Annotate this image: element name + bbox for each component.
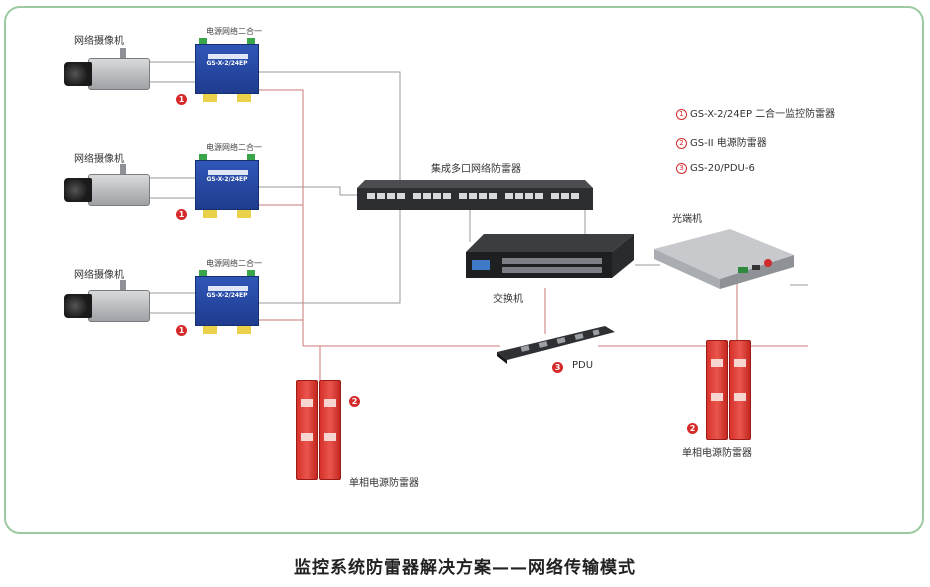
protector-model: GS-X-2/24EP (206, 60, 248, 67)
protector-header: 电源网络二合一 (206, 143, 262, 152)
network-protector-label: 集成多口网络防雷器 (431, 164, 521, 175)
protector-model: GS-X-2/24EP (206, 176, 248, 183)
spd-left-label: 单相电源防雷器 (349, 478, 419, 489)
protector-header: 电源网络二合一 (206, 259, 262, 268)
single-phase-spd-right (706, 340, 752, 440)
network-switch (466, 234, 634, 278)
camera-label: 网络摄像机 (74, 36, 124, 47)
badge-1: 1 (176, 209, 187, 220)
badge-1: 1 (176, 325, 187, 336)
diagram-caption: 监控系统防雷器解决方案——网络传输模式 (294, 558, 636, 578)
network-camera (62, 164, 150, 212)
legend-text: GS-II 电源防雷器 (690, 138, 767, 149)
spd-right-label: 单相电源防雷器 (682, 448, 752, 459)
badge-2: 2 (687, 423, 698, 434)
combo-surge-protector: GS-X-2/24EP (195, 154, 259, 218)
badge-2: 2 (349, 396, 360, 407)
legend-number: 1 (676, 109, 687, 120)
combo-surge-protector: GS-X-2/24EP (195, 38, 259, 102)
fiber-transceiver (654, 229, 794, 289)
multiport-network-protector (357, 180, 593, 210)
protector-model: GS-X-2/24EP (206, 292, 248, 299)
fiber-label: 光端机 (672, 214, 702, 225)
pdu-strip (497, 326, 615, 364)
single-phase-spd-left (296, 380, 342, 480)
badge-1: 1 (176, 94, 187, 105)
protector-header: 电源网络二合一 (206, 27, 262, 36)
network-camera (62, 280, 150, 328)
legend-text: GS-X-2/24EP 二合一监控防雷器 (690, 109, 836, 120)
legend-number: 2 (676, 138, 687, 149)
camera-label: 网络摄像机 (74, 154, 124, 165)
switch-label: 交换机 (493, 294, 523, 305)
camera-label: 网络摄像机 (74, 270, 124, 281)
legend-number: 3 (676, 163, 687, 174)
network-camera (62, 48, 150, 96)
legend-text: GS-20/PDU-6 (690, 163, 755, 174)
combo-surge-protector: GS-X-2/24EP (195, 270, 259, 334)
badge-3: 3 (552, 362, 563, 373)
pdu-label: PDU (572, 360, 594, 371)
